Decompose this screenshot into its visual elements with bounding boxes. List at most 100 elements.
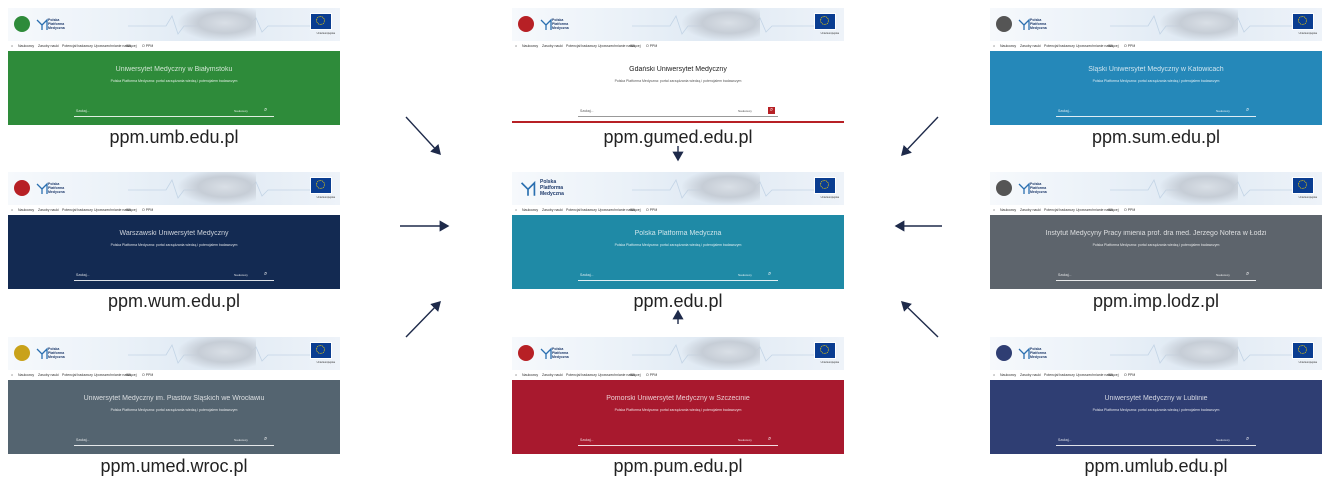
nav-item[interactable]: Potencjał badawczy bbox=[1044, 43, 1075, 48]
nav-item[interactable]: Naukowcy bbox=[522, 207, 539, 212]
search-input[interactable]: Szukaj... bbox=[580, 109, 594, 113]
nav-item[interactable]: Więcej bbox=[1108, 207, 1119, 212]
nav-item[interactable]: O PPM bbox=[646, 43, 658, 48]
nav-item[interactable]: O PPM bbox=[1124, 43, 1136, 48]
search-category-select[interactable]: Naukowcy bbox=[738, 109, 752, 113]
nav-item[interactable]: Zasoby nauki bbox=[38, 43, 59, 48]
search-category-select[interactable]: Naukowcy bbox=[234, 438, 248, 442]
nav-item[interactable]: Upowszechnianie nauki bbox=[94, 43, 131, 48]
nav-item[interactable]: Więcej bbox=[630, 43, 641, 48]
site-screenshot[interactable]: Polska Platforma Medyczna Unia Europejsk… bbox=[8, 337, 340, 454]
site-screenshot[interactable]: Polska Platforma Medyczna Unia Europejsk… bbox=[990, 172, 1322, 289]
search-input[interactable]: Szukaj... bbox=[76, 109, 90, 113]
search-category-select[interactable]: Naukowcy bbox=[234, 273, 248, 277]
site-screenshot[interactable]: Polska Platforma Medyczna Unia Europejsk… bbox=[512, 8, 844, 125]
nav-item[interactable]: Naukowcy bbox=[522, 372, 539, 377]
nav-item[interactable]: Upowszechnianie nauki bbox=[94, 372, 131, 377]
search-icon[interactable]: ⌕ bbox=[264, 271, 268, 277]
nav-item[interactable]: Upowszechnianie nauki bbox=[1076, 207, 1113, 212]
home-icon[interactable]: ⌂ bbox=[11, 372, 14, 377]
search-category-select[interactable]: Naukowcy bbox=[234, 109, 248, 113]
search-input[interactable]: Szukaj... bbox=[76, 273, 90, 277]
search-bar[interactable]: Szukaj... Naukowcy ⌕ bbox=[1056, 271, 1256, 281]
nav-item[interactable]: Naukowcy bbox=[18, 43, 35, 48]
search-bar[interactable]: Szukaj... Naukowcy ⌕ bbox=[74, 436, 274, 446]
nav-item[interactable]: Naukowcy bbox=[18, 207, 35, 212]
nav-item[interactable]: Potencjał badawczy bbox=[566, 207, 597, 212]
nav-item[interactable]: Upowszechnianie nauki bbox=[1076, 372, 1113, 377]
home-icon[interactable]: ⌂ bbox=[515, 43, 518, 48]
nav-item[interactable]: Zasoby nauki bbox=[542, 372, 563, 377]
nav-item[interactable]: Upowszechnianie nauki bbox=[598, 207, 635, 212]
nav-item[interactable]: Naukowcy bbox=[522, 43, 539, 48]
search-input[interactable]: Szukaj... bbox=[76, 438, 90, 442]
search-input[interactable]: Szukaj... bbox=[580, 438, 594, 442]
search-bar[interactable]: Szukaj... Naukowcy ⌕ bbox=[1056, 436, 1256, 446]
home-icon[interactable]: ⌂ bbox=[993, 43, 996, 48]
nav-item[interactable]: O PPM bbox=[646, 372, 658, 377]
site-screenshot[interactable]: Polska Platforma Medyczna Unia Europejsk… bbox=[8, 172, 340, 289]
nav-item[interactable]: Zasoby nauki bbox=[38, 207, 59, 212]
site-screenshot[interactable]: Polska Platforma Medyczna Unia Europejsk… bbox=[512, 337, 844, 454]
search-input[interactable]: Szukaj... bbox=[580, 273, 594, 277]
home-icon[interactable]: ⌂ bbox=[11, 207, 14, 212]
home-icon[interactable]: ⌂ bbox=[515, 207, 518, 212]
nav-item[interactable]: Upowszechnianie nauki bbox=[598, 43, 635, 48]
site-screenshot[interactable]: Polska Platforma Medyczna Unia Europejsk… bbox=[8, 8, 340, 125]
search-input[interactable]: Szukaj... bbox=[1058, 109, 1072, 113]
search-bar[interactable]: Szukaj... Naukowcy ⌕ bbox=[74, 271, 274, 281]
search-icon[interactable]: ⌕ bbox=[1246, 271, 1250, 277]
home-icon[interactable]: ⌂ bbox=[515, 372, 518, 377]
nav-item[interactable]: O PPM bbox=[1124, 207, 1136, 212]
nav-item[interactable]: Potencjał badawczy bbox=[1044, 372, 1075, 377]
nav-item[interactable]: Zasoby nauki bbox=[38, 372, 59, 377]
nav-item[interactable]: O PPM bbox=[142, 372, 154, 377]
nav-item[interactable]: Więcej bbox=[630, 372, 641, 377]
nav-item[interactable]: Upowszechnianie nauki bbox=[94, 207, 131, 212]
search-icon[interactable]: ⌕ bbox=[768, 107, 775, 114]
nav-item[interactable]: Więcej bbox=[1108, 43, 1119, 48]
search-input[interactable]: Szukaj... bbox=[1058, 273, 1072, 277]
nav-item[interactable]: Zasoby nauki bbox=[542, 43, 563, 48]
search-icon[interactable]: ⌕ bbox=[264, 107, 268, 113]
search-category-select[interactable]: Naukowcy bbox=[1216, 109, 1230, 113]
home-icon[interactable]: ⌂ bbox=[993, 372, 996, 377]
home-icon[interactable]: ⌂ bbox=[11, 43, 14, 48]
nav-item[interactable]: Więcej bbox=[126, 372, 137, 377]
search-icon[interactable]: ⌕ bbox=[1246, 107, 1250, 113]
search-category-select[interactable]: Naukowcy bbox=[738, 438, 752, 442]
nav-item[interactable]: Potencjał badawczy bbox=[566, 372, 597, 377]
search-input[interactable]: Szukaj... bbox=[1058, 438, 1072, 442]
nav-item[interactable]: Naukowcy bbox=[1000, 207, 1017, 212]
nav-item[interactable]: Więcej bbox=[630, 207, 641, 212]
nav-item[interactable]: Naukowcy bbox=[1000, 372, 1017, 377]
search-category-select[interactable]: Naukowcy bbox=[738, 273, 752, 277]
site-screenshot[interactable]: Polska Platforma Medyczna Unia Europejsk… bbox=[512, 172, 844, 289]
search-bar[interactable]: Szukaj... Naukowcy ⌕ bbox=[578, 271, 778, 281]
home-icon[interactable]: ⌂ bbox=[993, 207, 996, 212]
nav-item[interactable]: Naukowcy bbox=[1000, 43, 1017, 48]
search-bar[interactable]: Szukaj... Naukowcy ⌕ bbox=[74, 107, 274, 117]
nav-item[interactable]: Więcej bbox=[126, 207, 137, 212]
nav-item[interactable]: O PPM bbox=[646, 207, 658, 212]
nav-item[interactable]: Naukowcy bbox=[18, 372, 35, 377]
search-bar[interactable]: Szukaj... Naukowcy ⌕ bbox=[1056, 107, 1256, 117]
nav-item[interactable]: Potencjał badawczy bbox=[1044, 207, 1075, 212]
nav-item[interactable]: Więcej bbox=[1108, 372, 1119, 377]
nav-item[interactable]: Zasoby nauki bbox=[1020, 207, 1041, 212]
nav-item[interactable]: Zasoby nauki bbox=[1020, 43, 1041, 48]
nav-item[interactable]: Potencjał badawczy bbox=[62, 207, 93, 212]
nav-item[interactable]: O PPM bbox=[142, 43, 154, 48]
search-icon[interactable]: ⌕ bbox=[768, 271, 772, 277]
nav-item[interactable]: Potencjał badawczy bbox=[62, 43, 93, 48]
search-icon[interactable]: ⌕ bbox=[768, 436, 772, 442]
search-bar[interactable]: Szukaj... Naukowcy ⌕ bbox=[578, 436, 778, 446]
nav-item[interactable]: Upowszechnianie nauki bbox=[1076, 43, 1113, 48]
search-category-select[interactable]: Naukowcy bbox=[1216, 438, 1230, 442]
search-bar[interactable]: Szukaj... Naukowcy ⌕ bbox=[578, 107, 778, 117]
nav-item[interactable]: Zasoby nauki bbox=[1020, 372, 1041, 377]
nav-item[interactable]: O PPM bbox=[142, 207, 154, 212]
nav-item[interactable]: Zasoby nauki bbox=[542, 207, 563, 212]
search-category-select[interactable]: Naukowcy bbox=[1216, 273, 1230, 277]
search-icon[interactable]: ⌕ bbox=[1246, 436, 1250, 442]
